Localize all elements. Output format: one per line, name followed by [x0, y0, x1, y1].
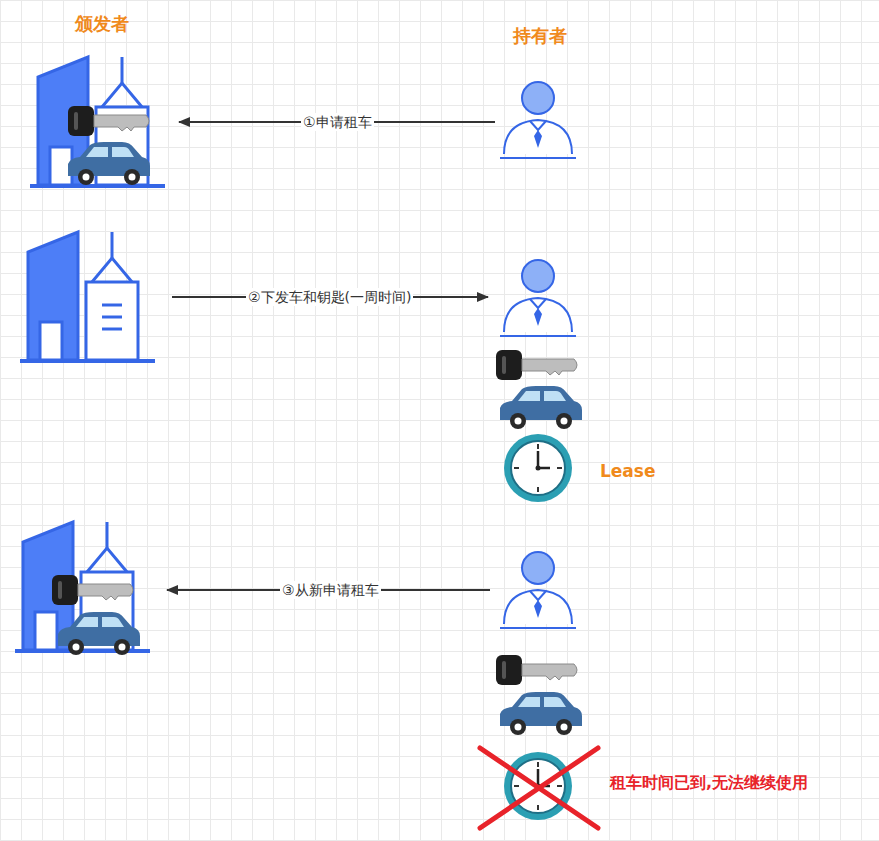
arrow-label: ③从新申请租车 — [280, 581, 381, 599]
building — [30, 57, 165, 186]
holder-node: 持有者 — [495, 20, 585, 165]
car-icon — [500, 386, 582, 429]
key-icon — [496, 350, 577, 380]
key-icon — [52, 575, 133, 605]
key-icon — [496, 655, 577, 685]
building — [20, 232, 155, 361]
window-lines — [102, 305, 122, 329]
arrow-label: ②下发车和钥匙(一周时间) — [246, 288, 413, 306]
key-icon — [68, 106, 149, 136]
node-heading: 持有者 — [495, 24, 585, 47]
person-icon — [500, 552, 576, 628]
node-heading: Lease — [600, 460, 655, 482]
person-icon — [500, 260, 576, 336]
issuer-node: 颁发者 — [25, 8, 179, 192]
holder-lease-node: Lease — [490, 255, 680, 505]
holder-expired-node: 租车时间已到,无法继续使用 — [470, 545, 875, 835]
node-heading: 租车时间已到,无法继续使用 — [610, 773, 808, 794]
person-icon — [500, 82, 576, 158]
clock-icon — [504, 434, 572, 502]
car-icon — [500, 692, 582, 735]
cross-mark — [480, 748, 598, 828]
car-icon — [68, 142, 150, 185]
car-icon — [58, 612, 140, 655]
edge-label: ①申请租车 — [301, 113, 374, 131]
node-heading: 颁发者 — [25, 12, 179, 35]
